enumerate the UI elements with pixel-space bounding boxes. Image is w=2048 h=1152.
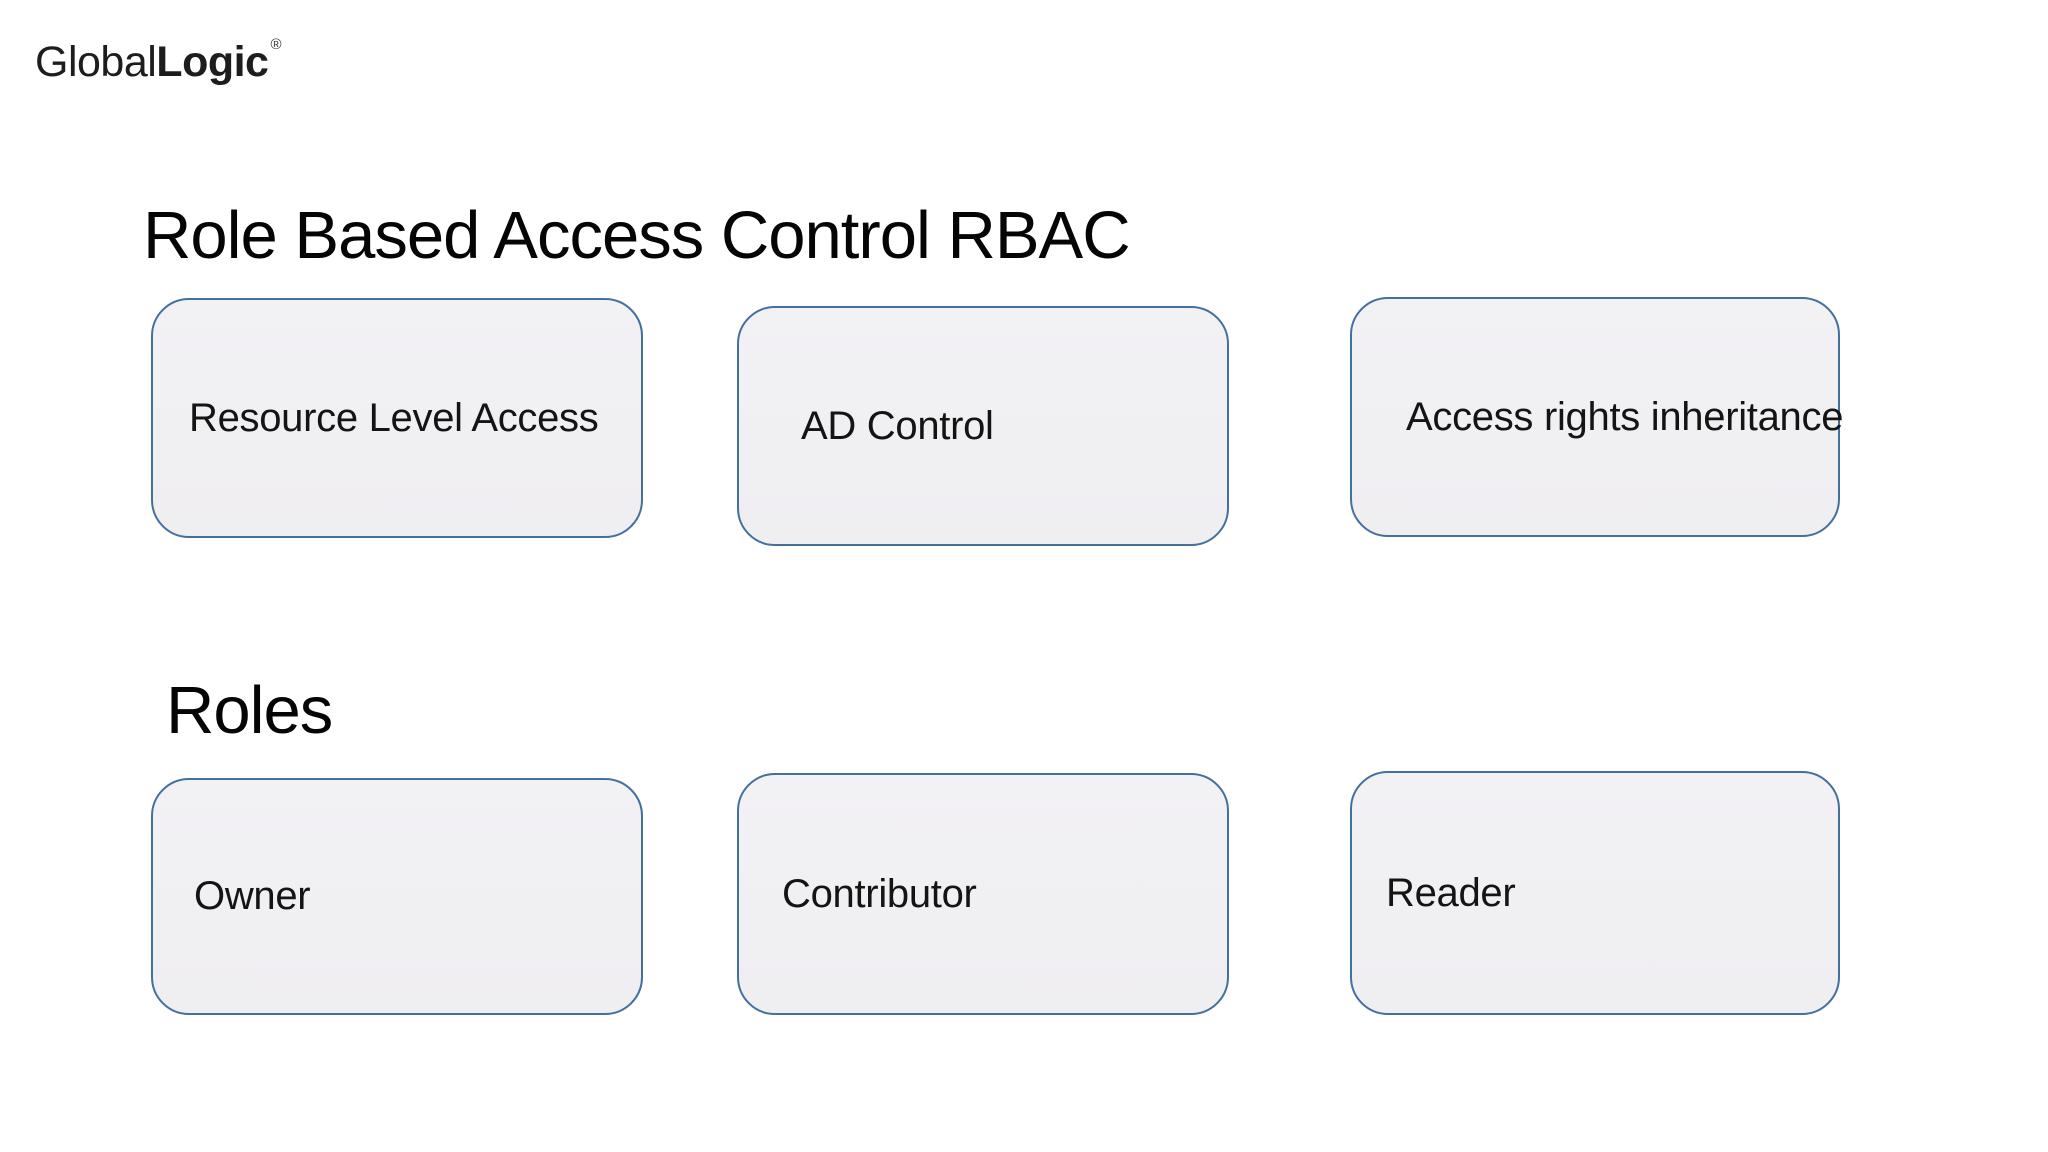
card-access-rights-inheritance: Access rights inheritance [1350, 297, 1844, 537]
card-reader: Reader [1350, 771, 1840, 1015]
card-label: Resource Level Access [189, 395, 599, 440]
registered-trademark-icon: ® [270, 36, 282, 53]
card-contributor: Contributor [737, 773, 1229, 1015]
card-owner: Owner [151, 778, 643, 1015]
card-label: AD Control [801, 403, 994, 448]
card-label: Owner [194, 874, 311, 918]
section-heading-roles: Roles [166, 672, 333, 748]
logo-text-global: Global [35, 38, 157, 86]
globallogic-logo: GlobalLogic® [35, 36, 282, 87]
page-title: Role Based Access Control RBAC [143, 197, 1131, 273]
card-label: Contributor [782, 871, 977, 916]
card-label: Reader [1386, 870, 1516, 915]
logo-text-logic: Logic [156, 38, 269, 86]
card-ad-control: AD Control [737, 306, 1229, 546]
card-resource-level-access: Resource Level Access [151, 298, 643, 538]
card-label: Access rights inheritance [1406, 394, 1844, 439]
